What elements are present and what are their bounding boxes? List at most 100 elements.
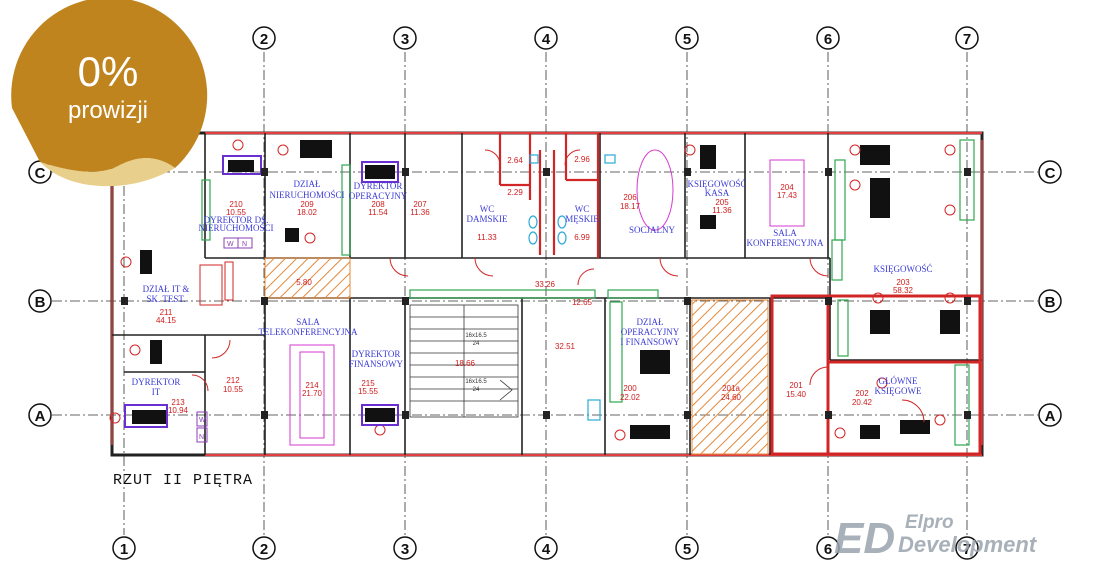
grid-column-bubbles-top: 2 3 4 5 6 7 <box>252 26 979 50</box>
room-area-204: 17.43 <box>777 191 798 200</box>
room-name-200: OPERACYJNY <box>621 327 680 337</box>
corridor-cabinets <box>201 139 975 446</box>
room-name-209: DZIAŁ <box>294 179 321 189</box>
area-value: 2.96 <box>574 155 590 164</box>
room-area-201: 15.40 <box>786 390 807 399</box>
plan-title: RZUT II PIĘTRA <box>113 472 253 489</box>
room-area-wc-men: 6.99 <box>574 233 590 242</box>
badge-label: prowizji <box>68 97 148 124</box>
conference-table-214 <box>289 344 335 446</box>
room-area-wc-women: 11.33 <box>477 233 497 242</box>
grid-label-a: A <box>1045 408 1056 425</box>
wn-mark: N <box>242 241 247 248</box>
wn-mark: N <box>199 434 204 441</box>
grid-column-bubbles-bottom: 1 2 3 4 5 6 7 <box>112 536 979 560</box>
room-area-213: 10.94 <box>168 406 189 415</box>
room-number-207: 207 <box>413 200 427 209</box>
room-name-202: KSIĘGOWE <box>875 386 922 396</box>
room-name-208: OPERACYJNY <box>349 191 408 201</box>
room-number-203: 203 <box>896 278 910 287</box>
area-value: 33.26 <box>535 280 556 289</box>
grid-label-6: 6 <box>824 541 832 558</box>
room-area-209: 18.02 <box>297 208 318 217</box>
room-name-213: IT <box>152 387 161 397</box>
room-area-207: 11.36 <box>410 208 430 217</box>
room-name-211: SK. TEST. <box>147 294 186 304</box>
wc-partitions <box>498 133 600 258</box>
grid-row-bubbles: C B A C B A <box>28 160 1062 427</box>
staircase <box>409 304 519 418</box>
room-area-214: 21.70 <box>302 389 323 398</box>
brand-name-line2: Development <box>898 532 1038 557</box>
room-area-200: 22.02 <box>620 393 641 402</box>
room-number-206: 206 <box>623 193 637 202</box>
grid-label-2: 2 <box>260 31 268 48</box>
room-name-206: SOCJALNY <box>629 225 676 235</box>
room-name-214: SALA <box>296 317 320 327</box>
grid-label-3: 3 <box>401 541 409 558</box>
room-name-213: DYREKTOR <box>132 377 181 387</box>
hatched-room-201a <box>691 299 769 455</box>
room-number-208: 208 <box>371 200 385 209</box>
room-area-215: 15.55 <box>358 387 379 396</box>
grid-label-5: 5 <box>683 541 691 558</box>
grid-label-4: 4 <box>542 541 551 558</box>
room-number-201a: 201a <box>722 384 740 393</box>
room-name-210: DYREKTOR DS. <box>204 215 269 225</box>
grid-label-4: 4 <box>542 31 551 48</box>
room-name-204: SALA <box>773 228 797 238</box>
kitchen-table-206 <box>636 149 674 231</box>
room-area-205: 11.36 <box>712 206 732 215</box>
room-name-215: FINANSOWY <box>349 359 404 369</box>
room-number-205: 205 <box>715 198 729 207</box>
workstations <box>132 140 960 439</box>
room-area-201a: 24.60 <box>721 393 742 402</box>
room-name-wc-women: WC <box>480 204 495 214</box>
room-number-204: 204 <box>780 183 794 192</box>
room-area-211: 44.15 <box>156 316 177 325</box>
hatched-corridor <box>264 257 351 299</box>
grid-label-1: 1 <box>120 541 128 558</box>
grid-label-7: 7 <box>963 541 971 558</box>
grid-label-7: 7 <box>963 31 971 48</box>
area-value: 2.64 <box>507 156 523 165</box>
room-number-214: 214 <box>305 381 319 390</box>
doors <box>191 149 925 423</box>
room-number-201: 201 <box>789 381 803 390</box>
commission-badge: 0% prowizji <box>11 0 208 187</box>
room-name-202: GŁÓWNE <box>879 376 918 386</box>
grid-label-2: 2 <box>260 541 268 558</box>
room-name-205: KSIĘGOWOŚĆ <box>687 179 746 189</box>
room-labels: 210 10.55 DYREKTOR DS. NIERUCHOMOŚCI DZI… <box>132 179 933 415</box>
room-name-208: DYREKTOR <box>354 181 403 191</box>
room-area-203: 58.32 <box>893 286 914 295</box>
it-counter <box>199 261 234 306</box>
brand-name-line1: Elpro <box>905 512 954 533</box>
area-value: 2.29 <box>507 188 523 197</box>
brand-logo: ED Elpro Development <box>834 512 1038 563</box>
grid-label-5: 5 <box>683 31 691 48</box>
area-value: 12.65 <box>572 298 593 307</box>
area-value: 32.51 <box>555 342 576 351</box>
small-area-labels: 2.64 2.29 2.96 5.80 33.26 32.51 18.66 12… <box>296 155 592 368</box>
room-number-202: 202 <box>855 389 869 398</box>
room-number-210: 210 <box>229 200 243 209</box>
room-name-wc-men: WC <box>575 204 590 214</box>
badge-percent: 0% <box>78 48 139 95</box>
room-name-210: NIERUCHOMOŚCI <box>198 223 273 233</box>
main-accountant-walls <box>770 294 982 456</box>
room-area-212: 10.55 <box>223 385 244 394</box>
room-number-211: 211 <box>160 308 173 317</box>
room-number-213: 213 <box>171 398 185 407</box>
room-name-203: KSIĘGOWOŚĆ <box>873 264 932 274</box>
room-name-215: DYREKTOR <box>352 349 401 359</box>
grid-label-c: C <box>35 165 46 182</box>
stair-label: 16x16.5 <box>465 379 487 385</box>
room-name-209: NIERUCHOMOŚCI <box>269 190 344 200</box>
room-number-200: 200 <box>623 384 637 393</box>
room-name-204: KONFERENCYJNA <box>746 238 824 248</box>
wn-mark: W <box>199 417 206 424</box>
stair-label: 16x16.5 <box>465 333 487 339</box>
conference-table-204 <box>769 159 805 227</box>
room-area-210: 10.55 <box>226 208 247 217</box>
